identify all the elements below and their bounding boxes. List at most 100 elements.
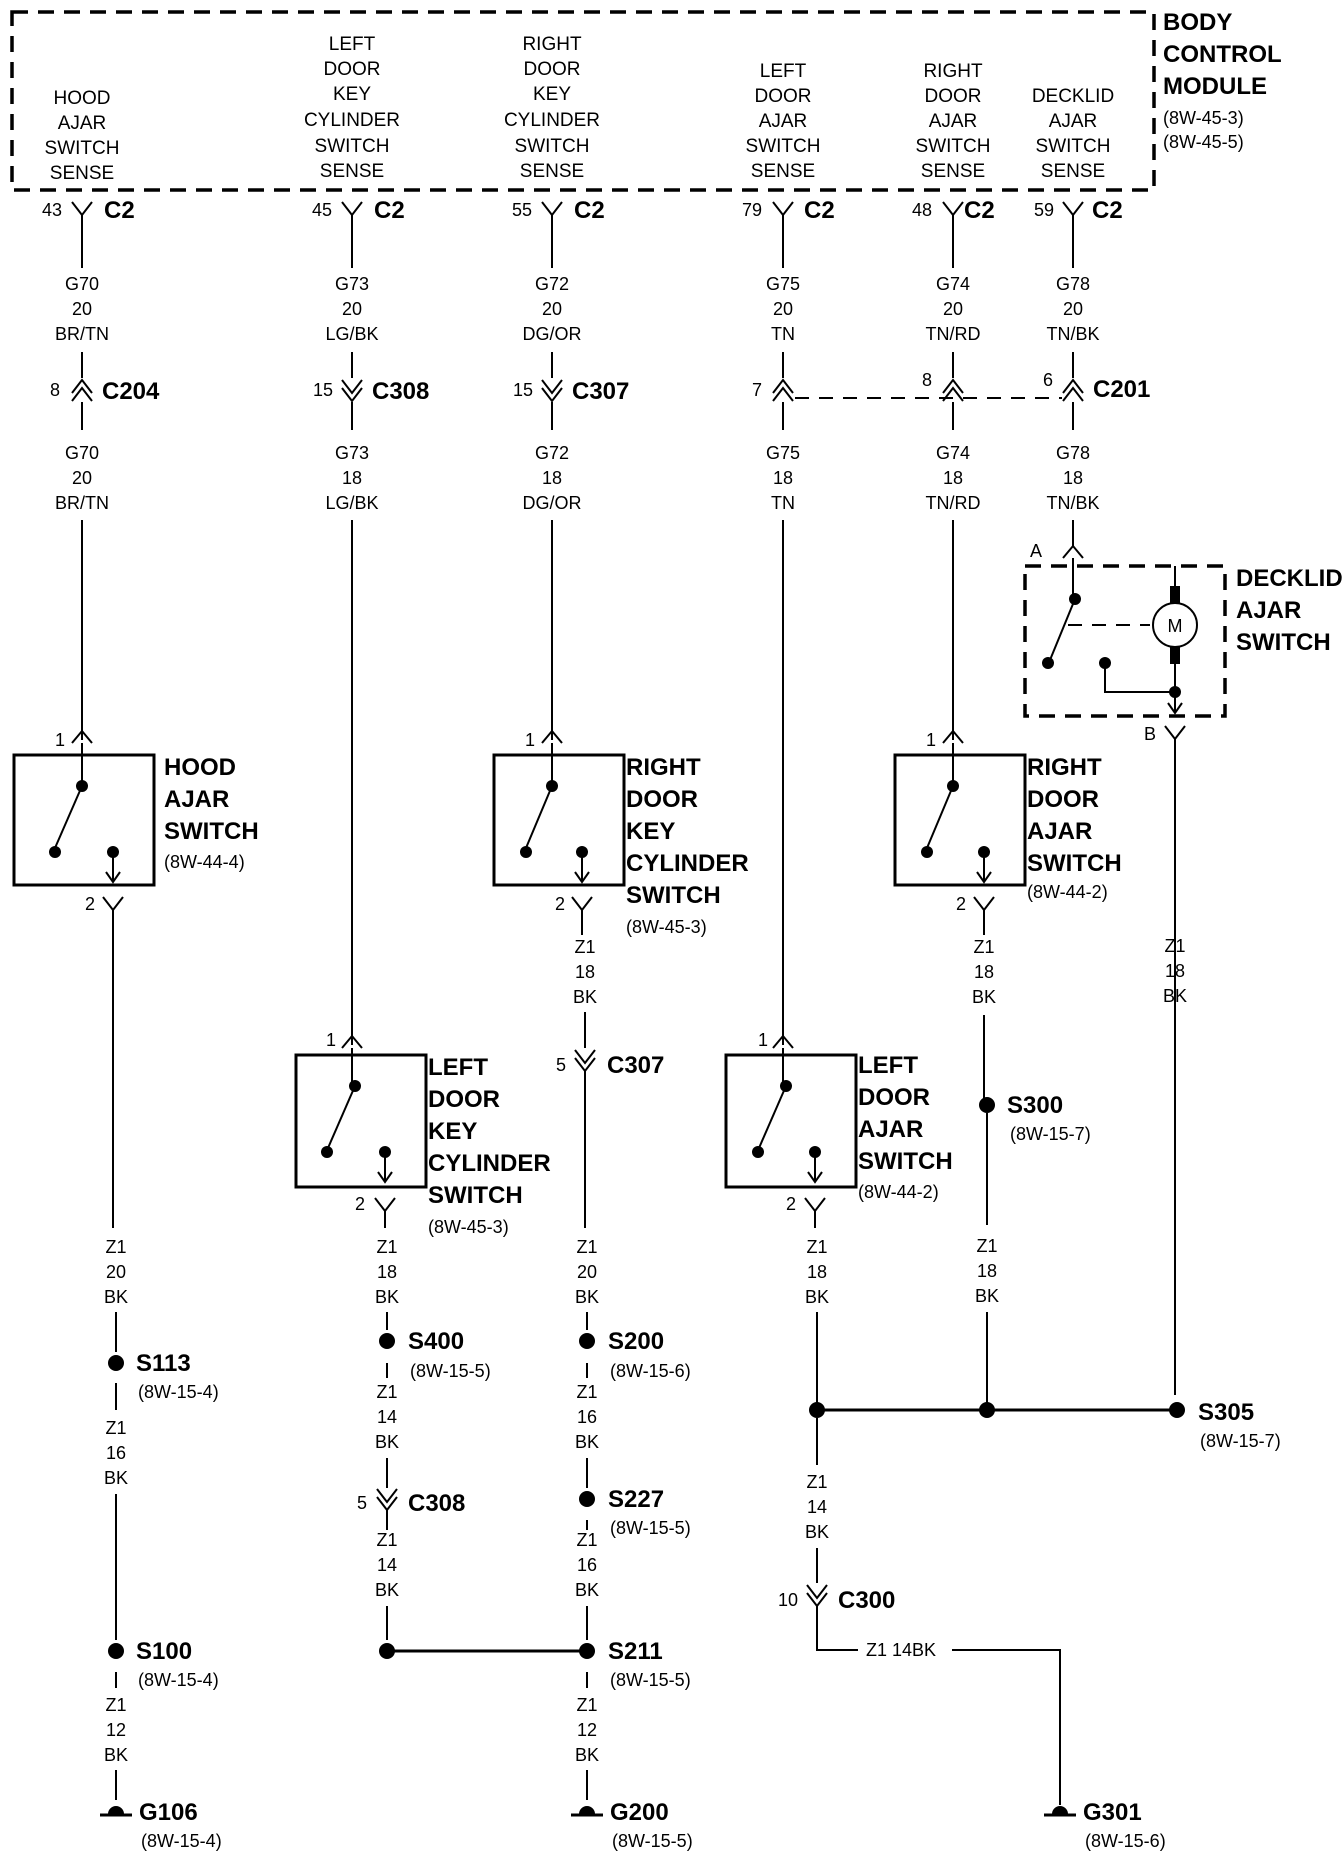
svg-text:43: 43	[42, 200, 62, 220]
svg-text:10: 10	[778, 1590, 798, 1610]
svg-text:18: 18	[542, 468, 562, 488]
svg-text:18: 18	[974, 962, 994, 982]
svg-text:S305: S305	[1198, 1399, 1254, 1426]
svg-text:KEY: KEY	[333, 84, 371, 105]
svg-text:MODULE: MODULE	[1163, 73, 1267, 100]
svg-text:Z1: Z1	[376, 1382, 397, 1402]
svg-text:DOOR: DOOR	[1027, 786, 1099, 813]
rdkc-ground-wire: Z1 18 BK 5 C307 Z1 20 BK S200 (8W-15-6) …	[556, 910, 691, 1800]
svg-text:SWITCH: SWITCH	[315, 136, 390, 157]
svg-text:(8W-44-4): (8W-44-4)	[164, 852, 245, 872]
svg-text:8: 8	[50, 380, 60, 400]
svg-text:BK: BK	[575, 1580, 599, 1600]
svg-text:Z1: Z1	[976, 1236, 997, 1256]
svg-text:2: 2	[355, 1194, 365, 1214]
left-door-ajar-switch: 1 2 LEFT DOOR AJAR SWITCH (8W-44-2)	[724, 1030, 953, 1214]
svg-text:DG/OR: DG/OR	[522, 324, 581, 344]
bcm-input-decklid: DECKLID AJAR SWITCH SENSE	[1032, 86, 1114, 182]
svg-text:BK: BK	[805, 1287, 829, 1307]
svg-text:BK: BK	[575, 1432, 599, 1452]
svg-text:BK: BK	[104, 1745, 128, 1765]
svg-text:(8W-44-2): (8W-44-2)	[858, 1182, 939, 1202]
svg-text:AJAR: AJAR	[1027, 818, 1092, 845]
svg-text:C308: C308	[372, 378, 429, 405]
svg-text:B: B	[1144, 724, 1156, 744]
svg-text:2: 2	[555, 894, 565, 914]
bcm-input-right-door-key: RIGHT DOOR KEY CYLINDER SWITCH SENSE	[504, 34, 600, 182]
svg-text:G73: G73	[335, 274, 369, 294]
svg-text:Z1: Z1	[574, 937, 595, 957]
ground-g301: G301 (8W-15-6)	[1044, 1799, 1166, 1851]
svg-text:1: 1	[326, 1030, 336, 1050]
svg-text:BODY: BODY	[1163, 9, 1232, 36]
svg-text:20: 20	[72, 468, 92, 488]
svg-text:SENSE: SENSE	[50, 163, 114, 184]
svg-text:C2: C2	[804, 197, 835, 224]
svg-text:(8W-15-4): (8W-15-4)	[138, 1382, 219, 1402]
svg-text:48: 48	[912, 200, 932, 220]
svg-text:12: 12	[106, 1720, 126, 1740]
lda-ground-wire: Z1 18 BK S305 (8W-15-7) Z1 14 BK 10 C300…	[778, 1211, 1281, 1805]
svg-text:5: 5	[357, 1493, 367, 1513]
svg-text:Z1: Z1	[1164, 936, 1185, 956]
svg-text:BK: BK	[104, 1287, 128, 1307]
svg-text:1: 1	[525, 730, 535, 750]
svg-text:18: 18	[342, 468, 362, 488]
svg-text:(8W-15-5): (8W-15-5)	[410, 1361, 491, 1381]
svg-text:(8W-15-7): (8W-15-7)	[1010, 1124, 1091, 1144]
svg-text:Z1: Z1	[376, 1530, 397, 1550]
svg-text:2: 2	[956, 894, 966, 914]
svg-text:15: 15	[313, 380, 333, 400]
svg-text:G70: G70	[65, 443, 99, 463]
svg-text:C307: C307	[607, 1052, 664, 1079]
svg-text:KEY: KEY	[533, 84, 571, 105]
svg-text:CONTROL: CONTROL	[1163, 41, 1282, 68]
svg-text:1: 1	[55, 730, 65, 750]
svg-text:LEFT: LEFT	[329, 34, 376, 55]
bcm-input-right-door-ajar: RIGHT DOOR AJAR SWITCH SENSE	[916, 61, 991, 182]
svg-text:79: 79	[742, 200, 762, 220]
svg-text:DOOR: DOOR	[755, 86, 812, 107]
decklid-ground-wire: Z1 18 BK	[1163, 739, 1187, 1395]
svg-text:TN/RD: TN/RD	[926, 324, 981, 344]
svg-text:(8W-15-7): (8W-15-7)	[1200, 1431, 1281, 1451]
svg-text:20: 20	[542, 299, 562, 319]
svg-text:AJAR: AJAR	[929, 111, 978, 132]
svg-text:SENSE: SENSE	[1041, 161, 1105, 182]
svg-text:G75: G75	[766, 274, 800, 294]
svg-text:2: 2	[85, 894, 95, 914]
svg-text:C201: C201	[1093, 376, 1150, 403]
svg-text:AJAR: AJAR	[1049, 111, 1098, 132]
svg-text:RIGHT: RIGHT	[1027, 754, 1102, 781]
svg-text:20: 20	[1063, 299, 1083, 319]
svg-text:BK: BK	[972, 987, 996, 1007]
svg-text:KEY: KEY	[428, 1118, 477, 1145]
svg-text:DOOR: DOOR	[626, 786, 698, 813]
svg-text:C308: C308	[408, 1490, 465, 1517]
svg-text:CYLINDER: CYLINDER	[428, 1150, 551, 1177]
svg-text:AJAR: AJAR	[58, 113, 107, 134]
svg-text:SWITCH: SWITCH	[1236, 629, 1331, 656]
svg-text:(8W-44-2): (8W-44-2)	[1027, 882, 1108, 902]
svg-text:AJAR: AJAR	[1236, 597, 1301, 624]
svg-text:Z1: Z1	[806, 1237, 827, 1257]
svg-text:BK: BK	[375, 1580, 399, 1600]
svg-text:45: 45	[312, 200, 332, 220]
svg-text:(8W-15-6): (8W-15-6)	[1085, 1831, 1166, 1851]
rda-ground-wire: Z1 18 BK S300 (8W-15-7) Z1 18 BK	[972, 910, 1091, 1405]
svg-text:TN/RD: TN/RD	[926, 493, 981, 513]
svg-text:18: 18	[1165, 961, 1185, 981]
svg-text:BK: BK	[575, 1745, 599, 1765]
svg-text:8: 8	[922, 370, 932, 390]
svg-text:18: 18	[575, 962, 595, 982]
svg-text:(8W-15-6): (8W-15-6)	[610, 1361, 691, 1381]
svg-text:(8W-45-3): (8W-45-3)	[428, 1217, 509, 1237]
upper-wires	[81, 215, 1074, 268]
bcm-input-left-door-ajar: LEFT DOOR AJAR SWITCH SENSE	[746, 61, 821, 182]
ldkc-ground-wire: Z1 18 BK S400 (8W-15-5) Z1 14 BK 5 C308 …	[357, 1211, 587, 1659]
svg-text:Z1: Z1	[973, 937, 994, 957]
svg-text:S100: S100	[136, 1638, 192, 1665]
svg-text:DOOR: DOOR	[324, 59, 381, 80]
svg-text:C204: C204	[102, 378, 160, 405]
svg-text:(8W-45-3): (8W-45-3)	[1163, 108, 1244, 128]
